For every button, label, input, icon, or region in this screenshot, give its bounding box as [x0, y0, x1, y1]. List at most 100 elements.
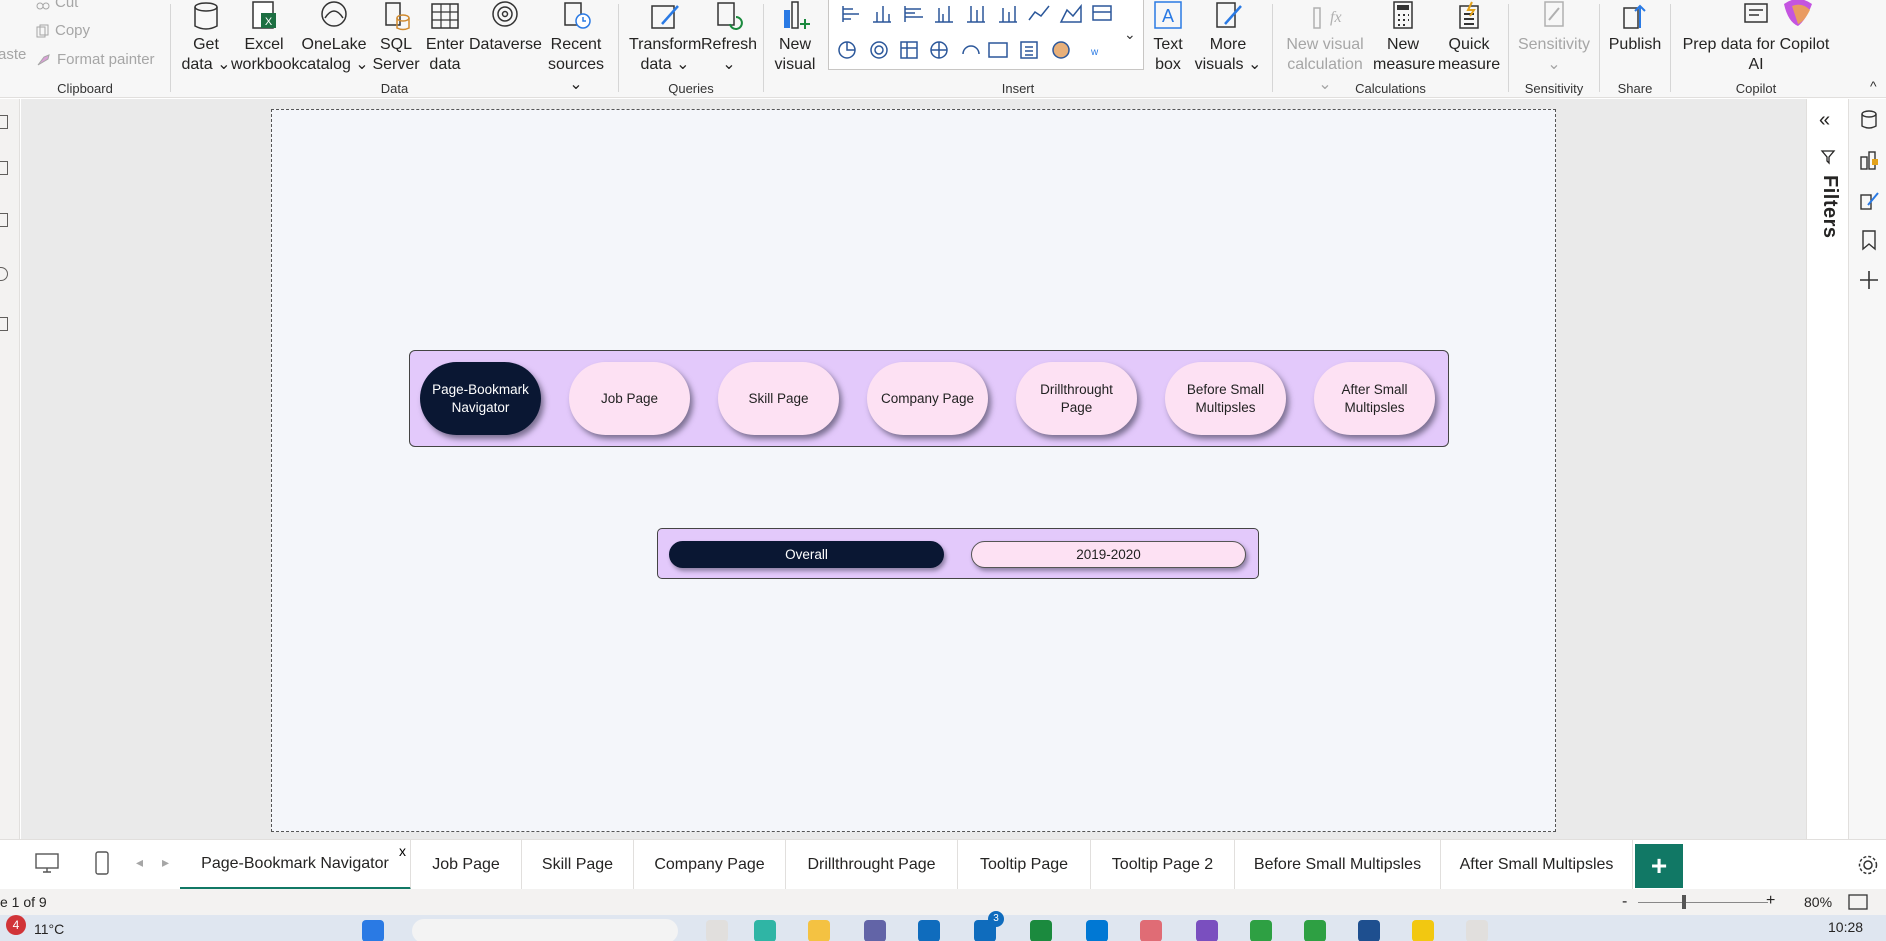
new-visual-calculation-button[interactable]: fx New visual calculation ⌄: [1283, 0, 1367, 95]
map-icon[interactable]: [930, 41, 948, 59]
gauge-icon[interactable]: [962, 45, 980, 55]
matrix-icon[interactable]: [900, 41, 918, 59]
copilot-icon[interactable]: [1780, 0, 1816, 30]
zoom-level[interactable]: 80%: [1804, 894, 1833, 910]
expand-filters-icon[interactable]: «: [1819, 109, 1831, 131]
page-tab[interactable]: Tooltip Page 2: [1091, 840, 1235, 890]
app-icon-2[interactable]: [1196, 920, 1218, 941]
app-icon-6[interactable]: [1466, 920, 1488, 941]
format-pane-icon[interactable]: [1858, 189, 1880, 211]
zoom-out-button[interactable]: -: [1622, 893, 1628, 910]
model-view-icon[interactable]: [0, 213, 8, 227]
power-bi-taskbar-icon[interactable]: [1412, 920, 1434, 941]
more-visuals-button[interactable]: More visuals ⌄: [1192, 0, 1264, 75]
stacked-column-chart-icon[interactable]: [873, 6, 891, 23]
text-box-button[interactable]: A Text box: [1146, 0, 1190, 75]
teams-icon[interactable]: [864, 920, 886, 941]
recent-sources-button[interactable]: Recent sources ⌄: [541, 0, 611, 95]
cut-button[interactable]: Cut: [36, 0, 78, 11]
edge-browser-icon[interactable]: [754, 920, 776, 941]
prep-data-for-ai-button[interactable]: Prep data for Copilot AI: [1671, 0, 1841, 75]
transform-data-button[interactable]: Transform data ⌄: [629, 0, 701, 75]
onelake-catalog-button[interactable]: OneLake catalog ⌄: [299, 0, 369, 75]
page-tab[interactable]: Skill Page: [522, 840, 634, 890]
word-icon[interactable]: w: [1090, 47, 1099, 58]
taskbar-search-box[interactable]: [412, 919, 678, 941]
excel-workbook-button[interactable]: X Excel workbook: [231, 0, 299, 75]
clustered-bar-chart-icon[interactable]: [904, 6, 923, 22]
slicer-icon[interactable]: [1020, 41, 1038, 59]
refresh-button[interactable]: Refresh ⌄: [701, 0, 757, 75]
bookmarks-pane-icon[interactable]: [1858, 229, 1880, 251]
page-tab[interactable]: Tooltip Page: [958, 840, 1091, 890]
sql-server-button[interactable]: SQL Server: [371, 0, 421, 75]
dataverse-button[interactable]: Dataverse: [469, 0, 542, 55]
line-chart-icon[interactable]: [1028, 5, 1050, 21]
close-tab-icon[interactable]: x: [399, 843, 406, 859]
nav-button-4[interactable]: Company Page: [867, 362, 988, 435]
bookmark-toggle-1[interactable]: Overall: [669, 541, 944, 568]
whatsapp-icon[interactable]: [1030, 920, 1052, 941]
donut-chart-icon[interactable]: [870, 41, 888, 59]
gallery-expand-icon[interactable]: ⌄: [1124, 26, 1136, 42]
file-explorer-icon[interactable]: [808, 920, 830, 941]
stacked-bar-chart-icon[interactable]: [842, 6, 859, 22]
bar-100-chart-icon[interactable]: [999, 6, 1017, 23]
page-tab[interactable]: After Small Multipsles: [1441, 840, 1633, 890]
format-painter-button[interactable]: Format painter: [36, 51, 155, 68]
add-page-button[interactable]: +: [1635, 844, 1683, 888]
report-page[interactable]: Page-Bookmark Navigator Job Page Skill Pag…: [271, 109, 1556, 832]
collapse-ribbon-icon[interactable]: ^: [1870, 78, 1877, 94]
pie-chart-icon[interactable]: [838, 41, 856, 59]
report-view-icon[interactable]: [0, 115, 8, 129]
column-100-chart-icon[interactable]: [967, 6, 985, 23]
fit-to-page-icon[interactable]: [1848, 894, 1868, 910]
nav-button-6[interactable]: Before Small Multipsles: [1165, 362, 1286, 435]
desktop-layout-icon[interactable]: [34, 852, 60, 874]
publish-button[interactable]: Publish: [1606, 0, 1664, 55]
table-view-icon[interactable]: [0, 161, 8, 175]
nav-button-2[interactable]: Job Page: [569, 362, 690, 435]
app-icon-4[interactable]: [1304, 920, 1326, 941]
nav-button-3[interactable]: Skill Page: [718, 362, 839, 435]
windows-start-icon[interactable]: [362, 920, 384, 941]
enter-data-button[interactable]: Enter data: [423, 0, 467, 75]
card-icon[interactable]: [988, 42, 1008, 58]
nav-button-7[interactable]: After Small Multipsles: [1314, 362, 1435, 435]
zoom-in-button[interactable]: +: [1766, 892, 1776, 909]
area-chart-icon[interactable]: [1059, 3, 1082, 23]
nav-button-1[interactable]: Page-Bookmark Navigator: [420, 362, 541, 435]
page-tab[interactable]: Job Page: [411, 840, 522, 890]
page-tab[interactable]: Drillthrought Page: [786, 840, 958, 890]
app-icon-3[interactable]: [1250, 920, 1272, 941]
weather-temperature[interactable]: 11°C: [34, 921, 65, 937]
data-pane-icon[interactable]: [1858, 109, 1880, 131]
clustered-column-chart-icon[interactable]: [935, 6, 953, 23]
next-page-icon[interactable]: ▸: [162, 854, 170, 870]
settings-gear-icon[interactable]: [1857, 854, 1879, 876]
visualizations-pane-icon[interactable]: [1858, 149, 1880, 171]
outlook-icon[interactable]: [918, 920, 940, 941]
page-tab[interactable]: Company Page: [634, 840, 786, 890]
vscode-icon[interactable]: [1086, 920, 1108, 941]
zoom-slider-thumb[interactable]: [1682, 895, 1686, 909]
new-measure-button[interactable]: New measure: [1373, 0, 1435, 75]
bookmark-toggle-2[interactable]: 2019-2020: [971, 541, 1246, 568]
arcgis-icon[interactable]: [1052, 41, 1070, 59]
copy-button[interactable]: Copy: [36, 22, 90, 39]
task-view-icon[interactable]: [706, 920, 728, 941]
nav-button-5[interactable]: Drillthrought Page: [1016, 362, 1137, 435]
tmdl-view-icon[interactable]: [0, 317, 8, 331]
filters-label[interactable]: Filters: [1819, 175, 1841, 239]
taskbar-clock[interactable]: 10:28: [1828, 919, 1864, 935]
previous-page-icon[interactable]: ◂: [136, 854, 144, 870]
mobile-layout-icon[interactable]: [94, 850, 110, 876]
ribbon-chart-icon[interactable]: [1092, 5, 1112, 21]
app-icon[interactable]: [1140, 920, 1162, 941]
new-visual-button[interactable]: New visual: [770, 0, 820, 75]
quick-measure-button[interactable]: Quick measure: [1435, 0, 1503, 75]
add-pane-icon[interactable]: [1858, 269, 1880, 291]
page-tab[interactable]: Before Small Multipsles: [1235, 840, 1441, 890]
get-data-button[interactable]: Get data ⌄: [181, 0, 231, 75]
